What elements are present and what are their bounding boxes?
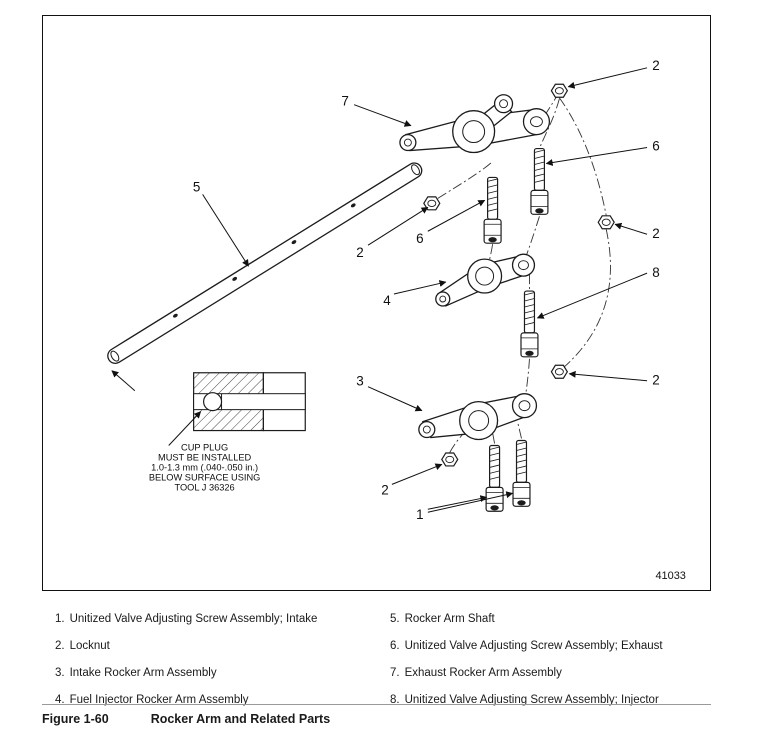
callout-6-left: 6 bbox=[416, 231, 423, 246]
shaft-end-leader bbox=[111, 370, 136, 392]
legend-item-8-number: 8. bbox=[390, 694, 400, 706]
legend-item-3-number: 3. bbox=[55, 667, 65, 679]
leader-4 bbox=[393, 280, 447, 295]
legend-item-6-number: 6. bbox=[390, 640, 400, 652]
rocker-arm-diagram: 7 2 6 2 8 2 6 5 4 2 3 2 1 CUP PLUG MUST … bbox=[107, 58, 686, 582]
leader-2-bottom bbox=[391, 463, 443, 485]
callout-6-right: 6 bbox=[652, 139, 659, 154]
cup-plug-detail bbox=[111, 370, 306, 446]
figure-number: Figure 1-60 bbox=[42, 712, 109, 726]
leader-2-right-upper bbox=[614, 222, 648, 235]
callout-2-top: 2 bbox=[652, 58, 659, 73]
adjusting-screw-injector bbox=[520, 290, 539, 358]
leader-1a bbox=[427, 495, 488, 510]
legend-item-1-text: Unitized Valve Adjusting Screw Assembly;… bbox=[69, 613, 318, 625]
adjusting-screw-exhaust-right bbox=[530, 147, 549, 215]
legend-item-3-text: Intake Rocker Arm Assembly bbox=[69, 667, 217, 679]
callout-2-right-lower: 2 bbox=[652, 373, 659, 388]
legend-item-1-number: 1. bbox=[55, 613, 65, 625]
leader-2-top bbox=[567, 67, 648, 89]
legend-item-4-number: 4. bbox=[55, 694, 65, 706]
cup-plug-note: CUP PLUG MUST BE INSTALLED 1.0-1.3 mm (.… bbox=[149, 442, 261, 492]
intake-rocker-arm bbox=[418, 393, 538, 441]
exhaust-rocker-arm bbox=[399, 94, 551, 154]
cup-plug-leader bbox=[168, 411, 202, 446]
diagram-frame: 7 2 6 2 8 2 6 5 4 2 3 2 1 CUP PLUG MUST … bbox=[42, 15, 711, 591]
adjusting-screw-intake-left bbox=[485, 444, 504, 512]
leader-5 bbox=[202, 194, 249, 267]
legend-item-5-text: Rocker Arm Shaft bbox=[404, 613, 495, 625]
legend-item-5-number: 5. bbox=[390, 613, 400, 625]
cup-plug-note-line5: TOOL J 36326 bbox=[175, 482, 235, 492]
figure-caption: Figure 1-60 Rocker Arm and Related Parts bbox=[42, 712, 330, 726]
callout-2-bottom: 2 bbox=[381, 482, 388, 497]
legend-item-5: 5. Rocker Arm Shaft bbox=[390, 606, 720, 633]
locknut-right-lower bbox=[550, 364, 568, 379]
legend-item-2-text: Locknut bbox=[69, 640, 110, 652]
legend-item-8: 8. Unitized Valve Adjusting Screw Assembl… bbox=[390, 687, 720, 714]
leader-8 bbox=[536, 272, 648, 319]
legend-item-8-text: Unitized Valve Adjusting Screw Assembly;… bbox=[404, 694, 659, 706]
adjusting-screw-exhaust-left bbox=[483, 176, 502, 244]
cup-plug-note-line2: MUST BE INSTALLED bbox=[158, 452, 252, 462]
locknut-top bbox=[550, 83, 568, 98]
legend-item-7-text: Exhaust Rocker Arm Assembly bbox=[404, 667, 562, 679]
locknut-bottom bbox=[441, 452, 459, 467]
callout-1: 1 bbox=[416, 507, 423, 522]
locknut-right-upper bbox=[597, 215, 615, 230]
legend-item-2-number: 2. bbox=[55, 640, 65, 652]
leader-2-right-lower bbox=[568, 370, 648, 382]
legend-item-1: 1. Unitized Valve Adjusting Screw Assembl… bbox=[55, 606, 375, 633]
callout-4: 4 bbox=[383, 293, 391, 308]
drawing-number: 41033 bbox=[655, 570, 685, 582]
legend-item-2: 2. Locknut bbox=[55, 633, 375, 660]
legend-item-4-text: Fuel Injector Rocker Arm Assembly bbox=[69, 694, 249, 706]
leader-lines bbox=[202, 67, 648, 513]
leader-1b bbox=[427, 491, 514, 513]
cup-plug-note-line3: 1.0-1.3 mm (.040-.050 in.) bbox=[151, 462, 258, 472]
callout-2-right-upper: 2 bbox=[652, 226, 659, 241]
legend-item-4: 4. Fuel Injector Rocker Arm Assembly bbox=[55, 687, 375, 714]
callout-3: 3 bbox=[356, 374, 363, 389]
leader-3 bbox=[367, 386, 423, 412]
figure-title: Rocker Arm and Related Parts bbox=[150, 712, 331, 726]
leader-7 bbox=[353, 104, 412, 127]
injector-rocker-arm bbox=[435, 253, 536, 307]
caption-divider bbox=[42, 704, 711, 705]
cup-plug-note-line4: BELOW SURFACE USING bbox=[149, 472, 261, 482]
legend-item-6: 6. Unitized Valve Adjusting Screw Assembl… bbox=[390, 633, 720, 660]
legend-item-3: 3. Intake Rocker Arm Assembly bbox=[55, 660, 375, 687]
leader-2-left bbox=[367, 206, 429, 246]
callout-8: 8 bbox=[652, 265, 659, 280]
callout-5: 5 bbox=[193, 179, 200, 194]
callout-7: 7 bbox=[341, 94, 348, 109]
callout-2-left: 2 bbox=[356, 245, 363, 260]
rocker-arm-shaft bbox=[107, 162, 423, 364]
legend-right-column: 5. Rocker Arm Shaft 6. Unitized Valve Adju… bbox=[390, 606, 720, 714]
leader-6-right bbox=[545, 147, 648, 166]
cup-plug-note-line1: CUP PLUG bbox=[181, 442, 228, 452]
legend-item-7-number: 7. bbox=[390, 667, 400, 679]
leader-6-left bbox=[427, 199, 486, 232]
legend-left-column: 1. Unitized Valve Adjusting Screw Assembl… bbox=[55, 606, 375, 714]
legend-item-6-text: Unitized Valve Adjusting Screw Assembly;… bbox=[404, 640, 663, 652]
legend-item-7: 7. Exhaust Rocker Arm Assembly bbox=[390, 660, 720, 687]
adjusting-screw-intake-right bbox=[512, 439, 531, 507]
